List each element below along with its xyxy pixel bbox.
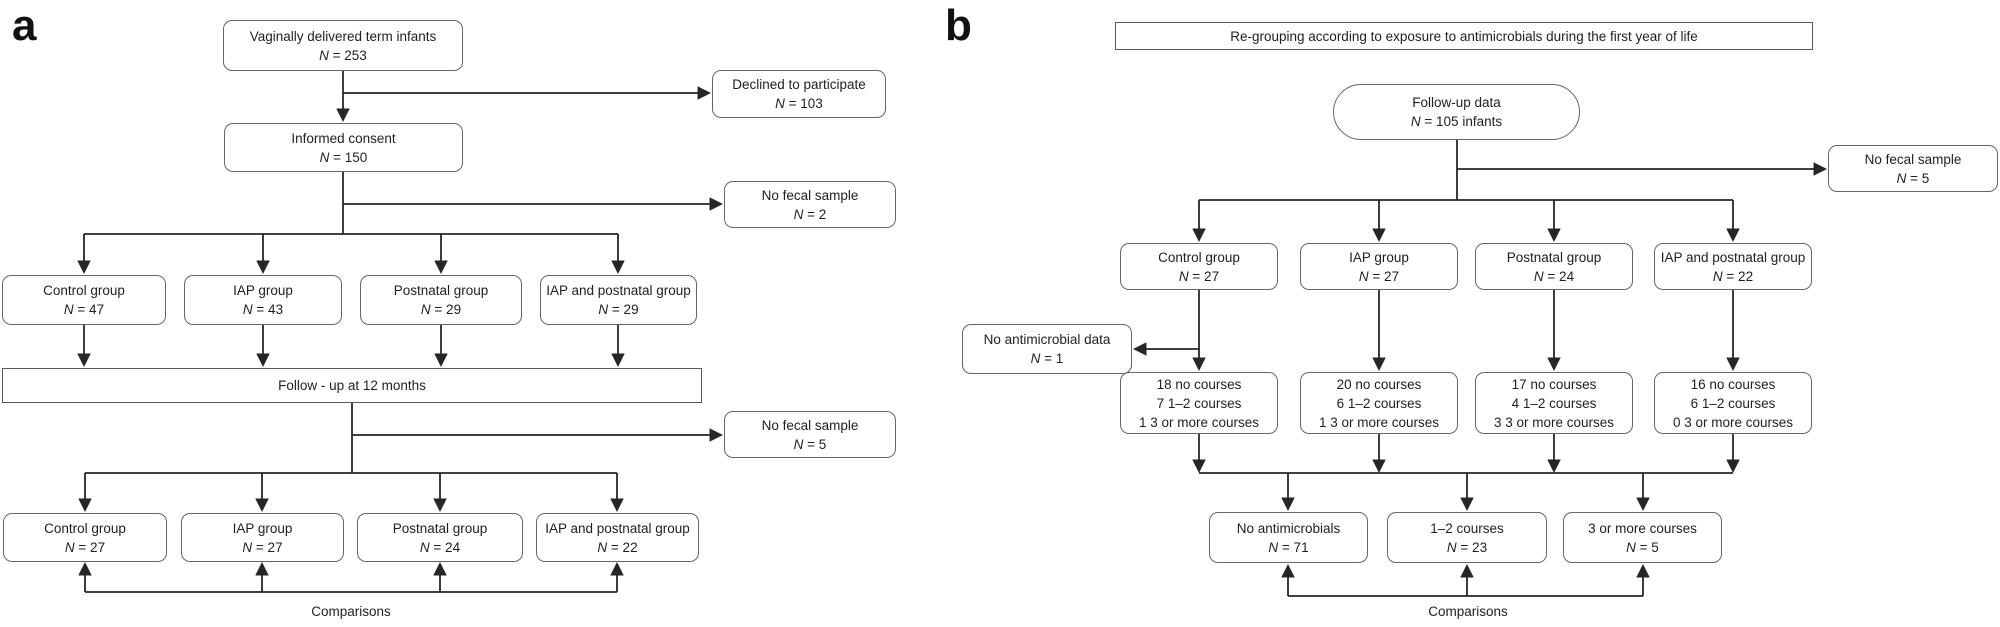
box-vaginally-delivered: Vaginally delivered term infants N = 253 [223,20,463,71]
box-iap-group-1: IAP group N = 43 [184,275,342,325]
box-n: N = 43 [242,302,284,317]
box-title: Vaginally delivered term infants [249,28,437,44]
box-title: No antimicrobial data [983,332,1111,347]
box-n: N = 5 [1626,539,1659,555]
box-title: IAP and postnatal group [545,520,690,536]
box-title: Re-grouping according to exposure to ant… [1230,28,1698,44]
box-n: N = 29 [420,302,462,317]
courses-line: 0 3 or more courses [1672,414,1794,430]
box-title: 3 or more courses [1588,520,1697,536]
box-title: No fecal sample [761,187,859,203]
box-title: IAP and postnatal group [546,283,691,298]
comparisons-label-a: Comparisons [311,604,391,619]
box-n: N = 5 [793,436,827,452]
box-control-group-b: Control group N = 27 [1120,243,1278,290]
box-n: N = 5 [1896,170,1930,186]
box-n: N = 24 [419,539,461,555]
box-n: N = 105 infants [1410,114,1503,129]
box-iap-group-2: IAP group N = 27 [181,513,344,562]
box-no-fecal-sample-b: No fecal sample N = 5 [1828,145,1998,192]
box-courses-postnatal: 17 no courses 4 1–2 courses 3 3 or more … [1475,372,1633,434]
box-n: N = 23 [1446,539,1488,555]
box-title: IAP group [1349,249,1409,265]
box-title: Informed consent [291,130,396,146]
box-title: Control group [44,520,126,536]
box-title: No antimicrobials [1236,520,1341,536]
courses-line: 20 no courses [1336,376,1422,392]
box-courses-3-more: 3 or more courses N = 5 [1563,512,1722,563]
panel-b-label: b [945,1,972,50]
box-regrouping-header: Re-grouping according to exposure to ant… [1115,22,1813,50]
box-n: N = 253 [319,47,367,63]
box-declined: Declined to participate N = 103 [712,70,886,118]
box-iap-group-b: IAP group N = 27 [1300,243,1458,290]
box-iap-postnatal-group-2: IAP and postnatal group N = 22 [536,513,699,562]
box-n: N = 27 [1358,268,1400,284]
courses-line: 3 3 or more courses [1493,414,1615,430]
box-title: Follow-up data [1412,95,1501,110]
box-courses-1-2: 1–2 courses N = 23 [1387,512,1547,563]
box-n: N = 2 [793,206,827,222]
box-n: N = 47 [63,302,105,317]
box-title: IAP and postnatal group [1660,249,1806,265]
box-followup-data: Follow-up data N = 105 infants [1333,84,1580,140]
box-iap-postnatal-group-1: IAP and postnatal group N = 29 [540,275,697,325]
box-title: Follow - up at 12 months [278,378,426,393]
box-postnatal-group-2: Postnatal group N = 24 [357,513,523,562]
courses-line: 16 no courses [1690,376,1776,392]
box-n: N = 1 [1030,351,1064,366]
courses-line: 4 1–2 courses [1511,395,1597,411]
box-no-antimicrobials: No antimicrobials N = 71 [1209,512,1368,563]
box-title: Declined to participate [732,77,866,92]
box-title: 1–2 courses [1430,520,1504,536]
courses-line: 18 no courses [1156,376,1242,392]
box-n: N = 103 [775,96,823,111]
courses-line: 17 no courses [1511,376,1597,392]
box-n: N = 27 [1178,268,1220,284]
box-n: N = 27 [64,539,106,555]
box-title: Postnatal group [1506,249,1602,265]
box-no-antimicrobial-data: No antimicrobial data N = 1 [962,324,1132,374]
box-no-fecal-sample-1: No fecal sample N = 2 [724,181,896,228]
box-title: IAP group [233,283,293,298]
panel-b-connectors [1132,140,1828,597]
box-title: No fecal sample [1864,151,1962,167]
courses-line: 7 1–2 courses [1156,395,1242,411]
courses-line: 1 3 or more courses [1138,414,1260,430]
box-n: N = 27 [242,539,283,555]
box-n: N = 150 [319,149,368,165]
comparisons-label-b: Comparisons [1428,604,1508,619]
box-courses-control: 18 no courses 7 1–2 courses 1 3 or more … [1120,372,1278,434]
box-n: N = 71 [1268,539,1309,555]
box-title: Control group [43,283,125,298]
box-title: Control group [1158,249,1240,265]
box-courses-iap-postnatal: 16 no courses 6 1–2 courses 0 3 or more … [1654,372,1812,434]
courses-line: 6 1–2 courses [1336,395,1422,411]
courses-line: 6 1–2 courses [1690,395,1776,411]
box-n: N = 22 [597,539,638,555]
box-postnatal-group-b: Postnatal group N = 24 [1475,243,1633,290]
box-iap-postnatal-group-b: IAP and postnatal group N = 22 [1654,243,1812,290]
box-control-group-2: Control group N = 27 [3,513,167,562]
box-followup-12-months: Follow - up at 12 months [2,368,702,403]
panel-a-label: a [12,1,37,50]
box-title: Postnatal group [393,283,489,298]
box-informed-consent: Informed consent N = 150 [224,123,463,172]
box-no-fecal-sample-2: No fecal sample N = 5 [724,411,896,458]
box-n: N = 22 [1712,268,1754,284]
courses-line: 1 3 or more courses [1318,414,1440,430]
box-n: N = 29 [598,302,639,317]
box-title: Postnatal group [392,520,488,536]
box-title: No fecal sample [761,417,859,433]
box-courses-iap: 20 no courses 6 1–2 courses 1 3 or more … [1300,372,1458,434]
box-title: IAP group [232,520,293,536]
panel-a-connectors [77,71,724,593]
box-n: N = 24 [1533,268,1575,284]
box-postnatal-group-1: Postnatal group N = 29 [360,275,522,325]
box-control-group-1: Control group N = 47 [2,275,166,325]
